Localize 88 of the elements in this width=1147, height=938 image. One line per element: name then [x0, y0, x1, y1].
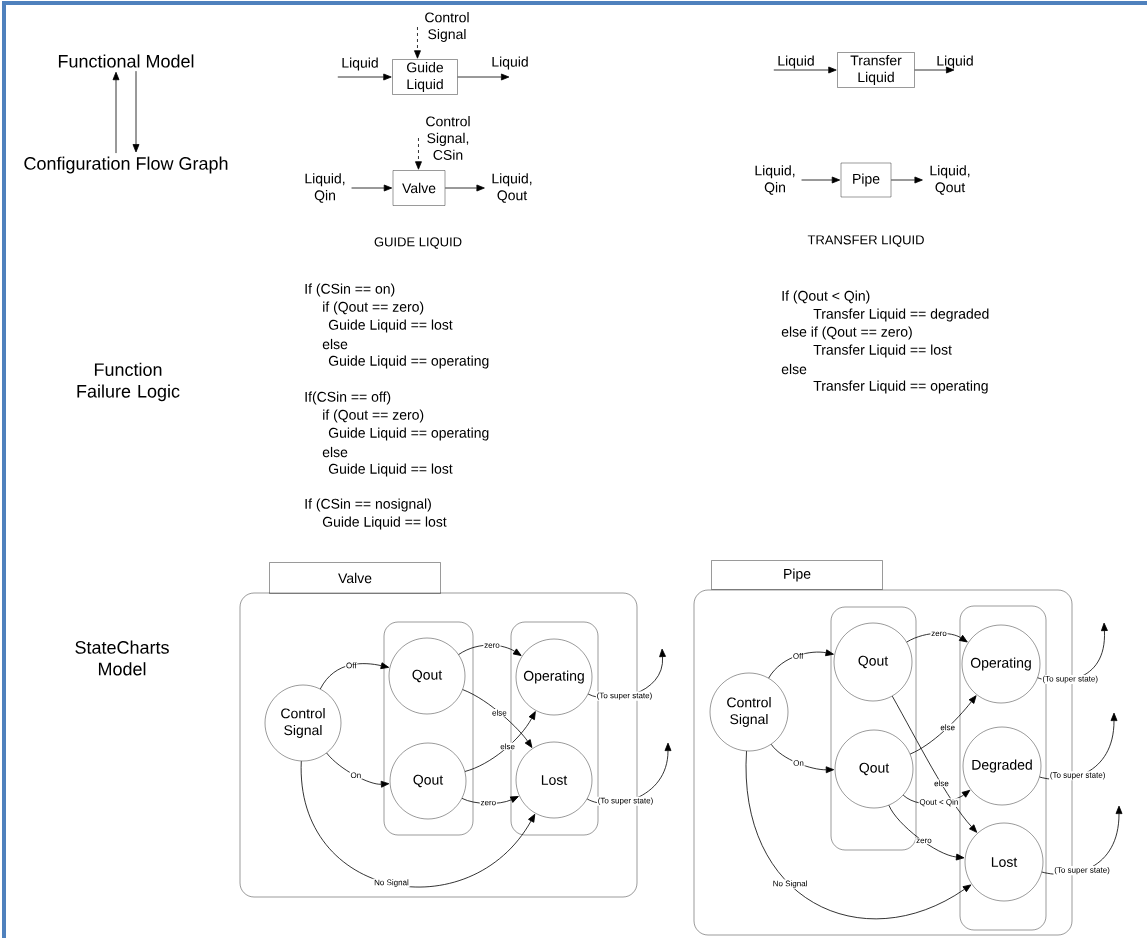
edge-label: zero [483, 642, 501, 649]
edge-label: (To super state) [1041, 674, 1099, 684]
caption-text: TRANSFER LIQUID [807, 235, 924, 247]
state-tab: Pipe [711, 560, 883, 590]
logic-line: else [781, 363, 807, 375]
arrow [132, 70, 140, 153]
logic-line: if (Qout == zero) [323, 301, 424, 315]
arrow [458, 644, 522, 656]
edge-label: (To super state) [1053, 866, 1111, 876]
level-label: Configuration Flow Graph [24, 156, 228, 174]
edge-label: No Signal [373, 878, 410, 888]
arrow [768, 649, 834, 679]
state-group-box [383, 621, 474, 836]
arrow [891, 695, 978, 833]
arrow [914, 66, 955, 74]
edge-label: else [499, 742, 516, 751]
flow-label: Liquid [342, 57, 378, 71]
function-box: Guide Liquid [392, 59, 458, 95]
arrow [112, 71, 120, 154]
logic-line: Transfer Liquid == operating [813, 380, 988, 394]
flow-label: Liquid [937, 55, 973, 69]
level-label: Functional Model [58, 54, 194, 68]
flow-label: Liquid, Qin [755, 165, 795, 195]
arrow [773, 66, 837, 74]
edge-label: zero [930, 630, 948, 637]
logic-line: Guide Liquid == lost [328, 319, 453, 333]
arrow [906, 632, 968, 643]
arrow [351, 184, 393, 192]
state-group-box [830, 606, 917, 851]
flow-label: Liquid, Qout [930, 165, 970, 195]
arrow [461, 796, 519, 804]
flow-label: Liquid [492, 56, 528, 70]
edge-label: On [792, 759, 805, 767]
arrow [888, 804, 965, 861]
edge-label: Off [792, 652, 805, 660]
logic-line: If (CSin == on) [305, 283, 395, 297]
arrow [770, 743, 835, 774]
arrow [337, 73, 392, 81]
edge-label: Qout < Qin [918, 798, 960, 808]
edge-label: On [349, 771, 362, 779]
logic-line: Guide Liquid == lost [322, 516, 447, 530]
row-label: StateCharts Model [75, 640, 169, 676]
arrow [319, 662, 390, 690]
flow-label: Control Signal [425, 12, 469, 42]
flow-label: Liquid [778, 55, 814, 69]
logic-line: Guide Liquid == lost [328, 463, 453, 477]
edge-label: (To super state) [1049, 771, 1107, 781]
arrow [746, 750, 972, 919]
arrow [326, 752, 390, 788]
state-tab: Valve [269, 562, 441, 594]
caption-text: GUIDE LIQUID [374, 237, 462, 249]
row-label: Function Failure Logic [77, 362, 180, 402]
arrow [457, 73, 510, 81]
logic-line: If (CSin == nosignal) [305, 498, 431, 512]
function-box: Valve [392, 170, 446, 206]
edge-label: else [939, 723, 956, 731]
logic-line: Guide Liquid == operating [328, 427, 489, 441]
arrow [415, 137, 422, 170]
arrow [414, 26, 421, 59]
function-box: Transfer Liquid [837, 52, 915, 88]
logic-line: Guide Liquid == operating [328, 355, 489, 369]
edge-label: else [491, 709, 508, 717]
edge-label: zero [915, 837, 933, 844]
arrow [464, 711, 536, 772]
edge-label: Off [345, 661, 358, 670]
flow-label: Liquid, Qout [492, 173, 532, 203]
arrow [890, 176, 923, 184]
logic-line: else [322, 446, 348, 458]
logic-line: If(CSin == off) [305, 391, 391, 405]
arrow [462, 689, 533, 748]
edge-label: else [933, 779, 950, 787]
logic-line: If (Qout < Qin) [782, 290, 870, 304]
edge-label: (To super state) [596, 796, 655, 806]
function-box: Pipe [840, 162, 892, 198]
logic-line: Transfer Liquid == lost [813, 344, 952, 358]
logic-line: else [322, 338, 348, 350]
logic-line: else if (Qout == zero) [781, 326, 912, 340]
logic-line: if (Qout == zero) [323, 409, 424, 423]
arrow [300, 760, 536, 888]
edge-label: zero [479, 800, 497, 807]
logic-line: Transfer Liquid == degraded [813, 308, 989, 322]
arrow [909, 695, 977, 755]
flow-label: Liquid, Qin [305, 173, 345, 203]
edge-label: No Signal [771, 879, 809, 889]
arrow [444, 184, 485, 192]
edge-label: (To super state) [595, 691, 654, 701]
arrow [801, 176, 841, 184]
flow-label: Control Signal, CSin [426, 116, 470, 160]
